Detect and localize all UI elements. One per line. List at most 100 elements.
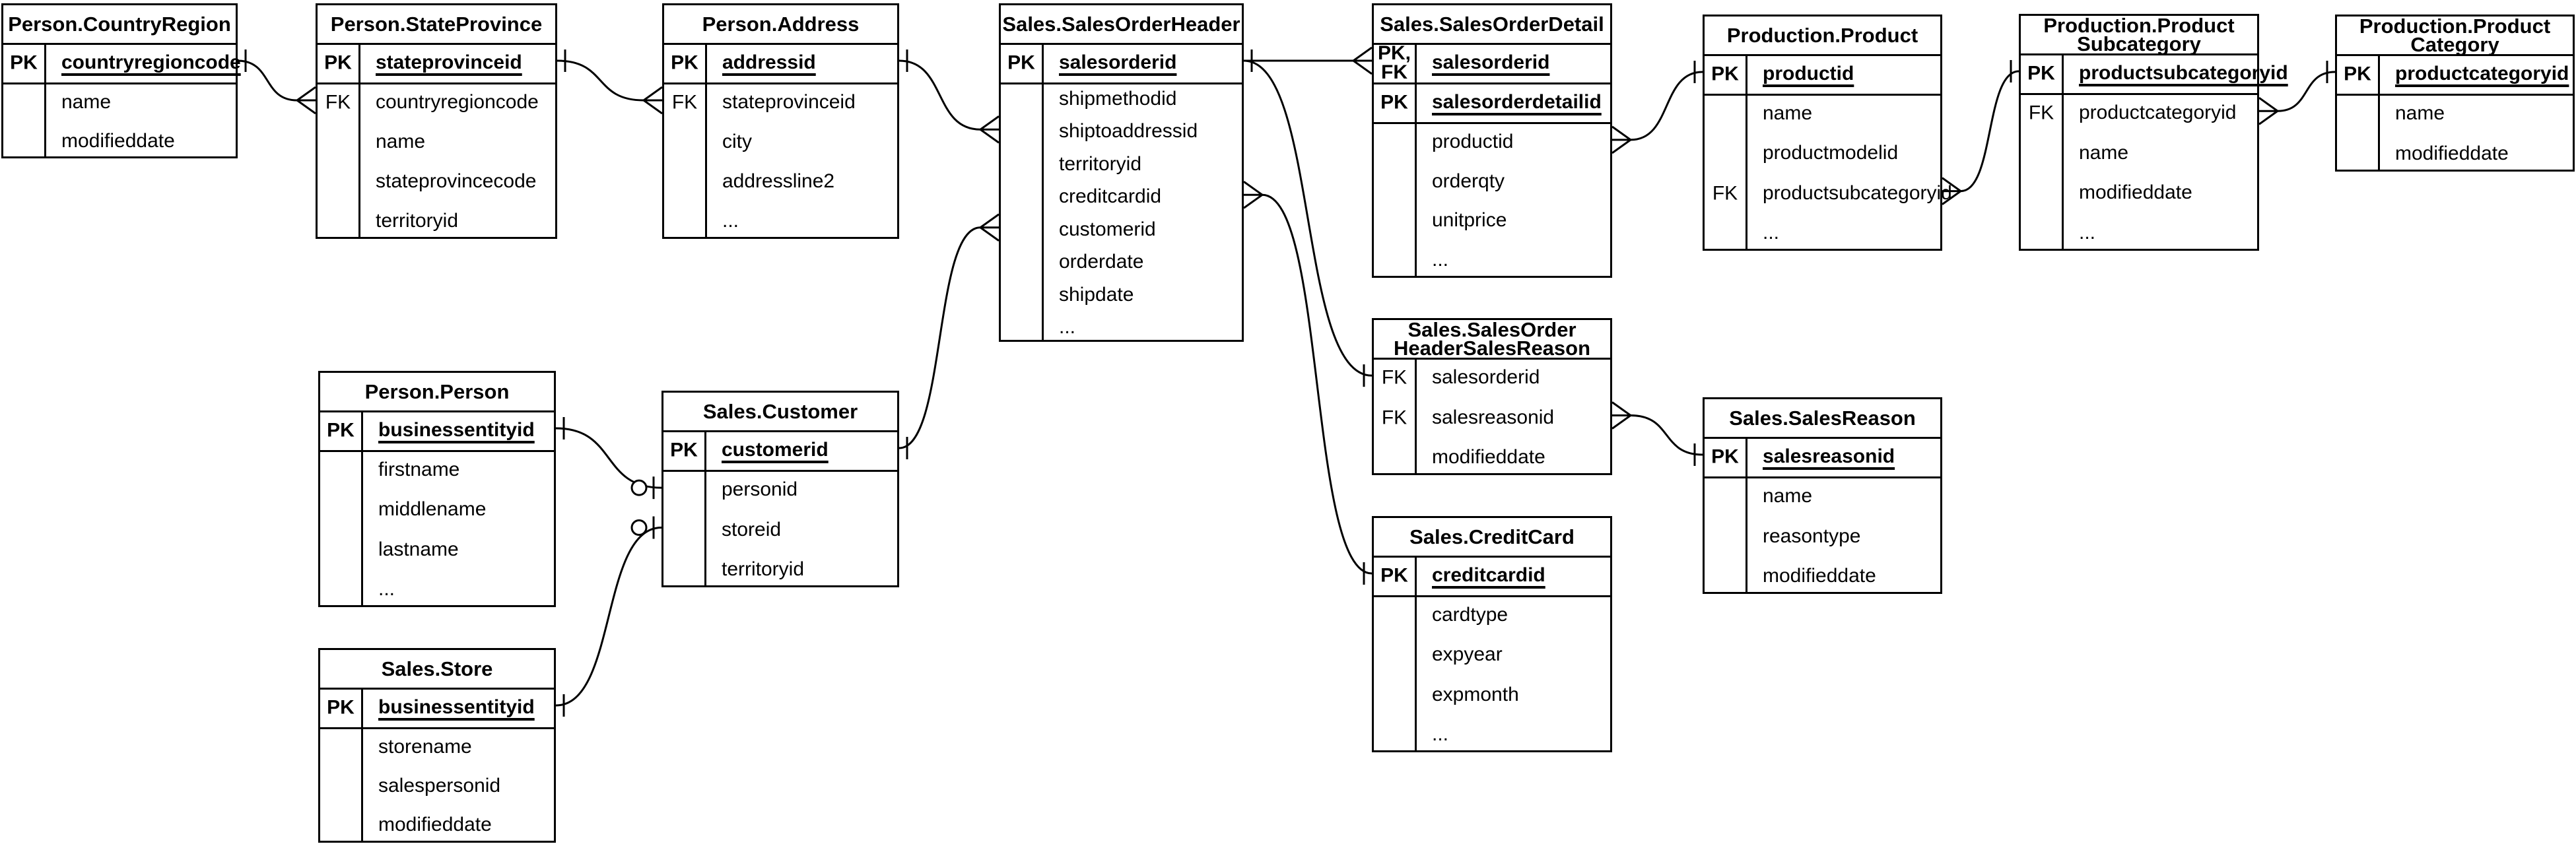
table-title-line: Sales.SalesOrderHeader: [1002, 12, 1240, 36]
key-field: salesorderid: [1059, 51, 1177, 73]
key-field: countryregioncode: [61, 51, 241, 73]
body-field: territoryid: [722, 558, 805, 580]
pk-badge: PK, FK: [1377, 42, 1411, 83]
pk-badge: PK: [1380, 91, 1408, 114]
divider-line: [320, 450, 554, 452]
key-field: productsubcategoryid: [2079, 62, 2288, 84]
pk-badge: PK: [1380, 564, 1408, 587]
divider-line: [2062, 53, 2064, 249]
connector-productsubcategory-productcategory[interactable]: [2277, 71, 2336, 112]
body-field: expyear: [1432, 643, 1503, 666]
body-field: city: [722, 131, 752, 152]
table-title-line: Person.CountryRegion: [8, 12, 231, 36]
body-field: shipmethodid: [1059, 87, 1177, 110]
connector-salesorderheader-creditcard[interactable]: [1262, 193, 1373, 575]
divider-line: [1001, 82, 1242, 84]
divider-line: [663, 430, 897, 432]
key-field: businessentityid: [378, 419, 535, 441]
divider-line: [2021, 53, 2257, 55]
body-field: customerid: [1059, 218, 1156, 240]
pk-badge: PK: [1711, 63, 1739, 85]
zero-circle-icon: [630, 479, 648, 496]
connector-person-customer[interactable]: [555, 427, 662, 489]
divider-line: [1374, 358, 1610, 360]
divider-line: [44, 43, 46, 156]
table-title: Sales.CreditCard: [1374, 518, 1610, 556]
body-field: ...: [2079, 221, 2096, 244]
table-title: Person.Address: [664, 5, 897, 43]
divider-line: [318, 82, 555, 84]
body-field: productid: [1432, 130, 1514, 152]
body-field: firstname: [378, 459, 460, 481]
divider-line: [361, 410, 363, 605]
connector-stateprovince-address[interactable]: [557, 59, 644, 102]
body-field: ...: [722, 210, 739, 232]
key-field: customerid: [722, 439, 829, 461]
divider-line: [2337, 54, 2573, 56]
table-title-line: Sales.SalesOrder: [1407, 317, 1576, 341]
crow-foot-many-icon: [1611, 125, 1631, 154]
pk-badge: PK: [327, 419, 355, 441]
divider-line: [1705, 437, 1940, 439]
body-field: modifieddate: [1432, 445, 1545, 468]
body-field: productcategoryid: [2079, 102, 2237, 124]
connector-salesorderheadersalesreason-salesreason[interactable]: [1630, 414, 1703, 456]
connector-salesorderdetail-product[interactable]: [1630, 71, 1703, 141]
table-title: Sales.SalesOrderHeader: [1001, 5, 1242, 43]
body-field: salesreasonid: [1432, 406, 1555, 428]
crow-foot-many-icon: [1353, 46, 1373, 75]
body-field: stateprovincecode: [376, 170, 537, 192]
pk-badge: PK: [327, 696, 355, 719]
connector-countryregion-stateprovince[interactable]: [237, 59, 298, 102]
body-field: salespersonid: [378, 775, 501, 797]
connector-address-salesorderheader[interactable]: [898, 59, 981, 131]
body-field: productmodelid: [1763, 142, 1899, 164]
crow-foot-many-icon: [1611, 401, 1631, 430]
connector-customer-salesorderheader[interactable]: [898, 226, 981, 449]
body-field: name: [2079, 141, 2129, 164]
table-title: Sales.Customer: [663, 393, 897, 430]
divider-line: [704, 430, 706, 585]
fk-badge: FK: [1381, 407, 1407, 428]
body-field: shiptoaddressid: [1059, 120, 1198, 143]
divider-line: [1042, 43, 1044, 340]
body-field: storename: [378, 735, 472, 758]
key-field: salesorderdetailid: [1432, 91, 1602, 113]
key-field: productid: [1763, 63, 1854, 84]
body-field: personid: [722, 478, 798, 501]
body-field: middlename: [378, 498, 487, 521]
connector-store-customer[interactable]: [555, 527, 662, 707]
table-title-line: Subcategory: [2077, 32, 2201, 55]
connector-product-productsubcategory[interactable]: [1960, 70, 2019, 193]
body-field: lastname: [378, 538, 459, 560]
connector-salesorderheader-salesorderheadersalesreason[interactable]: [1243, 59, 1373, 377]
fk-badge: FK: [1381, 366, 1407, 389]
body-field: orderqty: [1432, 170, 1505, 192]
divider-line: [358, 43, 360, 237]
key-field: creditcardid: [1432, 564, 1545, 586]
table-title: Person.StateProvince: [318, 5, 555, 43]
divider-line: [320, 688, 554, 690]
table-title: Production.Product: [1705, 16, 1940, 54]
crow-foot-many-icon: [980, 213, 1000, 242]
fk-badge: FK: [325, 91, 351, 114]
body-field: salesorderid: [1432, 366, 1540, 389]
pk-badge: PK: [1711, 445, 1739, 468]
table-title: Sales.Store: [320, 650, 554, 688]
table-title-line: Sales.Customer: [702, 399, 858, 423]
